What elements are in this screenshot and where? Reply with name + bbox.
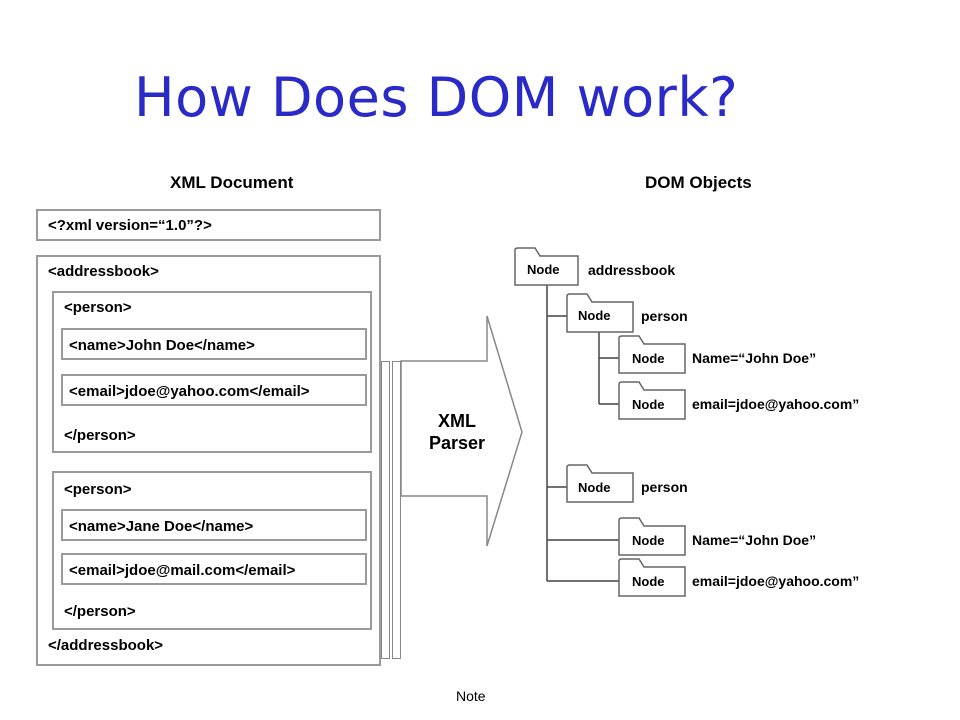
xml-declaration-box: <?xml version=“1.0”?> <box>36 209 381 241</box>
node-label: Node <box>632 574 665 589</box>
node-text-addressbook: addressbook <box>588 262 676 278</box>
person-close-tag: </person> <box>64 603 136 620</box>
parser-label-line2: Parser <box>428 433 486 453</box>
node-text-name: Name=“John Doe” <box>692 350 817 366</box>
person-close-tag: </person> <box>64 427 136 444</box>
node-folder-shape <box>566 293 634 333</box>
parser-input-bar-2 <box>392 361 401 659</box>
addressbook-open-tag: <addressbook> <box>48 263 159 280</box>
person-box-2: <person> </person> <box>52 471 372 630</box>
node-folder-shape <box>618 335 686 374</box>
node-folder-shape <box>566 464 634 503</box>
parser-arrow <box>400 315 523 547</box>
page-title: How Does DOM work? <box>134 66 739 129</box>
node-text-email: email=jdoe@yahoo.com” <box>692 396 860 412</box>
email-element-text: <email>jdoe@mail.com</email> <box>69 562 296 579</box>
node-text-name: Name=“John Doe” <box>692 532 817 548</box>
email-element-box-2: <email>jdoe@mail.com</email> <box>61 553 367 585</box>
node-label: Node <box>578 308 611 323</box>
name-element-box-1: <name>John Doe</name> <box>61 328 367 360</box>
email-element-text: <email>jdoe@yahoo.com</email> <box>69 383 310 400</box>
node-label: Node <box>632 533 665 548</box>
parser-label: XML Parser <box>413 410 501 454</box>
xml-document-heading: XML Document <box>170 173 294 192</box>
name-element-text: <name>Jane Doe</name> <box>69 518 254 535</box>
node-text-email: email=jdoe@yahoo.com” <box>692 573 860 589</box>
node-text-person: person <box>641 308 688 324</box>
node-label: Node <box>632 397 665 412</box>
node-folder-shape <box>618 558 686 597</box>
person-open-tag: <person> <box>64 299 132 316</box>
person-box-1: <person> </person> <box>52 291 372 453</box>
node-folder-shape <box>618 517 686 556</box>
node-folder-shape <box>618 381 686 420</box>
footer-note: Note <box>456 688 486 704</box>
email-element-box-1: <email>jdoe@yahoo.com</email> <box>61 374 367 406</box>
person-open-tag: <person> <box>64 481 132 498</box>
node-folder-shape <box>514 247 579 286</box>
xml-declaration-text: <?xml version=“1.0”?> <box>48 217 212 234</box>
addressbook-close-tag: </addressbook> <box>48 637 164 654</box>
parser-label-line1: XML <box>438 411 476 431</box>
node-label: Node <box>578 480 611 495</box>
parser-input-bar-1 <box>381 361 390 659</box>
node-text-person: person <box>641 479 688 495</box>
dom-objects-heading: DOM Objects <box>645 173 752 192</box>
name-element-box-2: <name>Jane Doe</name> <box>61 509 367 541</box>
node-label: Node <box>632 351 665 366</box>
node-label: Node <box>527 262 560 277</box>
tree-connectors <box>546 283 619 582</box>
name-element-text: <name>John Doe</name> <box>69 337 255 354</box>
